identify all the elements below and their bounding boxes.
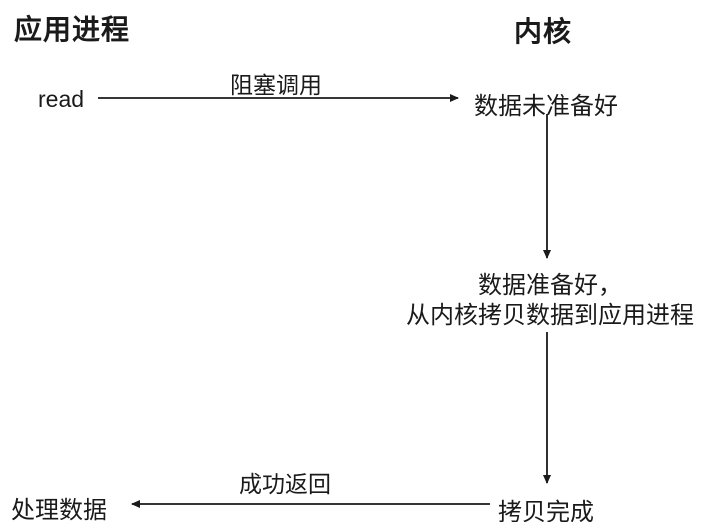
node-data-not-ready: 数据未准备好 — [474, 93, 618, 120]
node-process-data: 处理数据 — [11, 497, 107, 522]
column-header-app-process: 应用进程 — [14, 14, 131, 45]
edge-label-success-return: 成功返回 — [239, 471, 331, 497]
column-header-kernel: 内核 — [514, 16, 573, 47]
node-read-call: read — [38, 86, 85, 112]
node-data-ready-line2: 从内核拷贝数据到应用进程 — [406, 302, 694, 329]
node-data-ready-line1: 数据准备好， — [478, 272, 622, 299]
node-copy-complete: 拷贝完成 — [498, 499, 594, 522]
edge-label-blocking-call: 阻塞调用 — [230, 72, 322, 98]
node-data-ready: 数据准备好， 从内核拷贝数据到应用进程 — [406, 271, 694, 331]
